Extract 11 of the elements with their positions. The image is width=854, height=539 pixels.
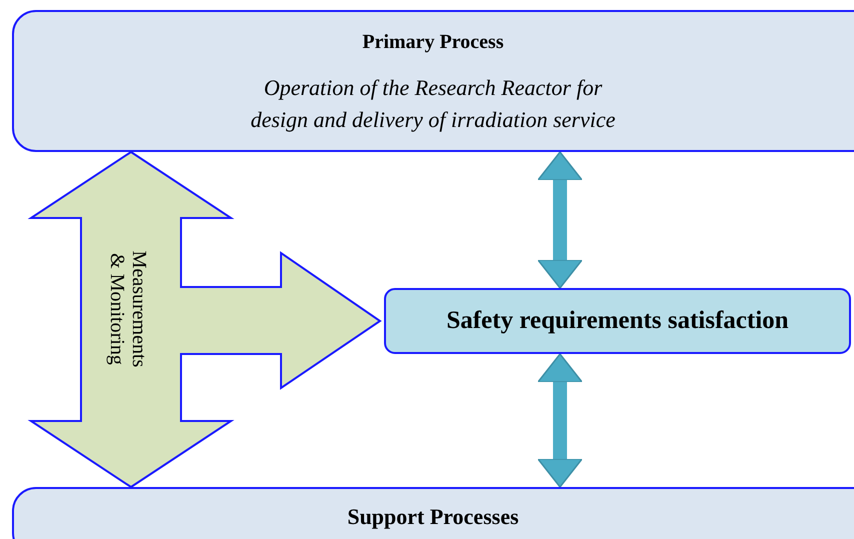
process-box bbox=[384, 288, 851, 354]
panel-description: Operation of the Research Reactor for design and delivery of irradiation service bbox=[250, 74, 616, 134]
block-arrow bbox=[28, 150, 382, 488]
panel-heading: Support Processes bbox=[346, 505, 520, 529]
double-arrow bbox=[537, 353, 583, 488]
box-label: Safety requirements satisfaction bbox=[446, 307, 789, 335]
process-panel bbox=[12, 10, 854, 152]
process-panel bbox=[12, 487, 854, 539]
edge-label: Measurements & Monitoring bbox=[106, 249, 150, 368]
panel-heading: Primary Process bbox=[361, 30, 505, 54]
double-arrow bbox=[537, 151, 583, 289]
